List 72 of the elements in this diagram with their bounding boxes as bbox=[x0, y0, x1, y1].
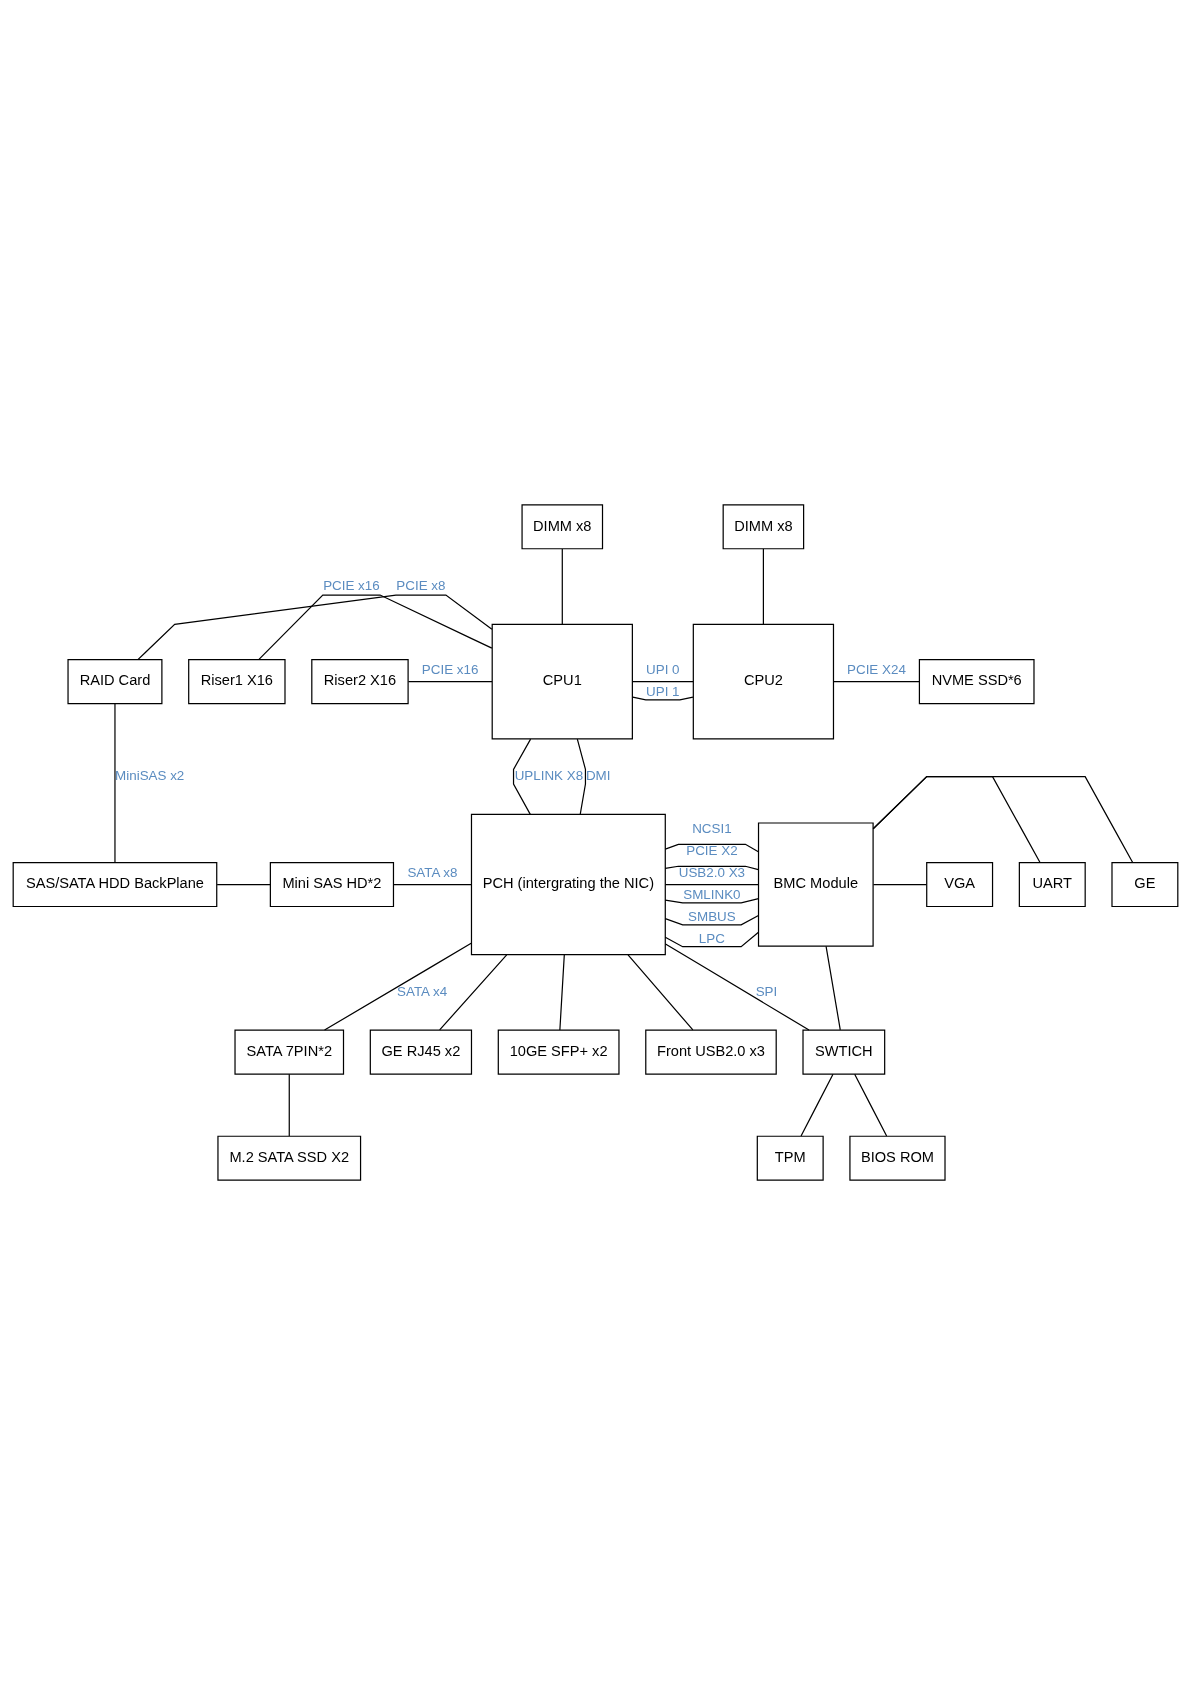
node-box: DIMM x8 bbox=[521, 503, 604, 549]
connector bbox=[833, 680, 920, 682]
connector bbox=[872, 775, 1134, 863]
edge-label: SPI bbox=[755, 983, 778, 999]
connector bbox=[393, 883, 472, 885]
connector bbox=[561, 547, 563, 625]
node-box: DIMM x8 bbox=[722, 503, 805, 549]
edge-label: NCSI1 bbox=[692, 820, 732, 836]
connector bbox=[627, 953, 694, 1031]
edge-label: DMI bbox=[585, 767, 611, 783]
edge-label: PCIE X24 bbox=[847, 661, 906, 677]
connector bbox=[825, 945, 841, 1030]
node-box: BIOS ROM bbox=[849, 1135, 946, 1181]
node-box: UART bbox=[1018, 861, 1086, 907]
connector bbox=[576, 738, 587, 815]
node-box: 10GE SFP+ x2 bbox=[497, 1029, 620, 1075]
connector bbox=[323, 942, 472, 1031]
connector bbox=[854, 1073, 888, 1137]
edge-label: USB2.0 X3 bbox=[678, 864, 746, 880]
connector bbox=[664, 843, 759, 852]
connector bbox=[664, 931, 760, 947]
node-box: SAS/SATA HDD BackPlane bbox=[12, 861, 218, 907]
edge-label: PCIE x8 bbox=[396, 577, 446, 593]
connector bbox=[632, 695, 694, 700]
edge-label: PCIE x16 bbox=[323, 577, 380, 593]
node-box: Front USB2.0 x3 bbox=[645, 1029, 777, 1075]
node-box: Riser1 X16 bbox=[188, 658, 286, 704]
edge-label: SATA x4 bbox=[397, 983, 448, 999]
connector bbox=[559, 953, 565, 1031]
edge-label: SATA x8 bbox=[407, 864, 458, 880]
edge-label: SMLINK0 bbox=[683, 886, 741, 902]
edge-label: UPI 0 bbox=[646, 661, 680, 677]
connector bbox=[512, 738, 532, 815]
node-box: SWTICH bbox=[802, 1029, 886, 1075]
node-box: M.2 SATA SSD X2 bbox=[217, 1135, 362, 1181]
node-box: CPU1 bbox=[491, 623, 633, 739]
node-box: Mini SAS HD*2 bbox=[269, 861, 395, 907]
connector bbox=[664, 897, 760, 903]
edge-label: UPLINK X8 bbox=[514, 767, 584, 783]
edge-label: PCIE X2 bbox=[686, 842, 738, 858]
node-box: VGA bbox=[926, 861, 994, 907]
edge-label: SMBUS bbox=[688, 908, 736, 924]
node-box: RAID Card bbox=[67, 658, 163, 704]
connector bbox=[407, 680, 493, 682]
connector bbox=[114, 702, 116, 863]
node-box: NVME SSD*6 bbox=[918, 658, 1035, 704]
connector bbox=[664, 914, 760, 925]
node-box: TPM bbox=[756, 1135, 824, 1181]
connector bbox=[762, 547, 764, 625]
edge-label: MiniSAS x2 bbox=[115, 767, 185, 783]
connector bbox=[216, 883, 271, 885]
node-box: GE bbox=[1111, 861, 1179, 907]
connector bbox=[800, 1073, 834, 1137]
node-box: GE RJ45 x2 bbox=[369, 1029, 473, 1075]
node-box: SATA 7PIN*2 bbox=[234, 1029, 345, 1075]
connector bbox=[258, 593, 493, 660]
connector bbox=[439, 953, 508, 1031]
connector bbox=[288, 1073, 290, 1137]
connector bbox=[664, 883, 759, 885]
connector bbox=[137, 593, 493, 660]
connector bbox=[632, 680, 694, 682]
node-box: CPU2 bbox=[692, 623, 835, 739]
edge-label: LPC bbox=[698, 930, 725, 946]
node-box: BMC Module bbox=[757, 821, 874, 947]
connector bbox=[664, 942, 810, 1031]
connector bbox=[664, 865, 759, 870]
edge-label: PCIE x16 bbox=[421, 661, 479, 677]
connector bbox=[872, 775, 1041, 863]
node-box: PCH (intergrating the NIC) bbox=[470, 813, 666, 955]
node-box: Riser2 X16 bbox=[311, 658, 409, 704]
edge-label: UPI 1 bbox=[646, 683, 680, 699]
connector bbox=[872, 883, 927, 885]
